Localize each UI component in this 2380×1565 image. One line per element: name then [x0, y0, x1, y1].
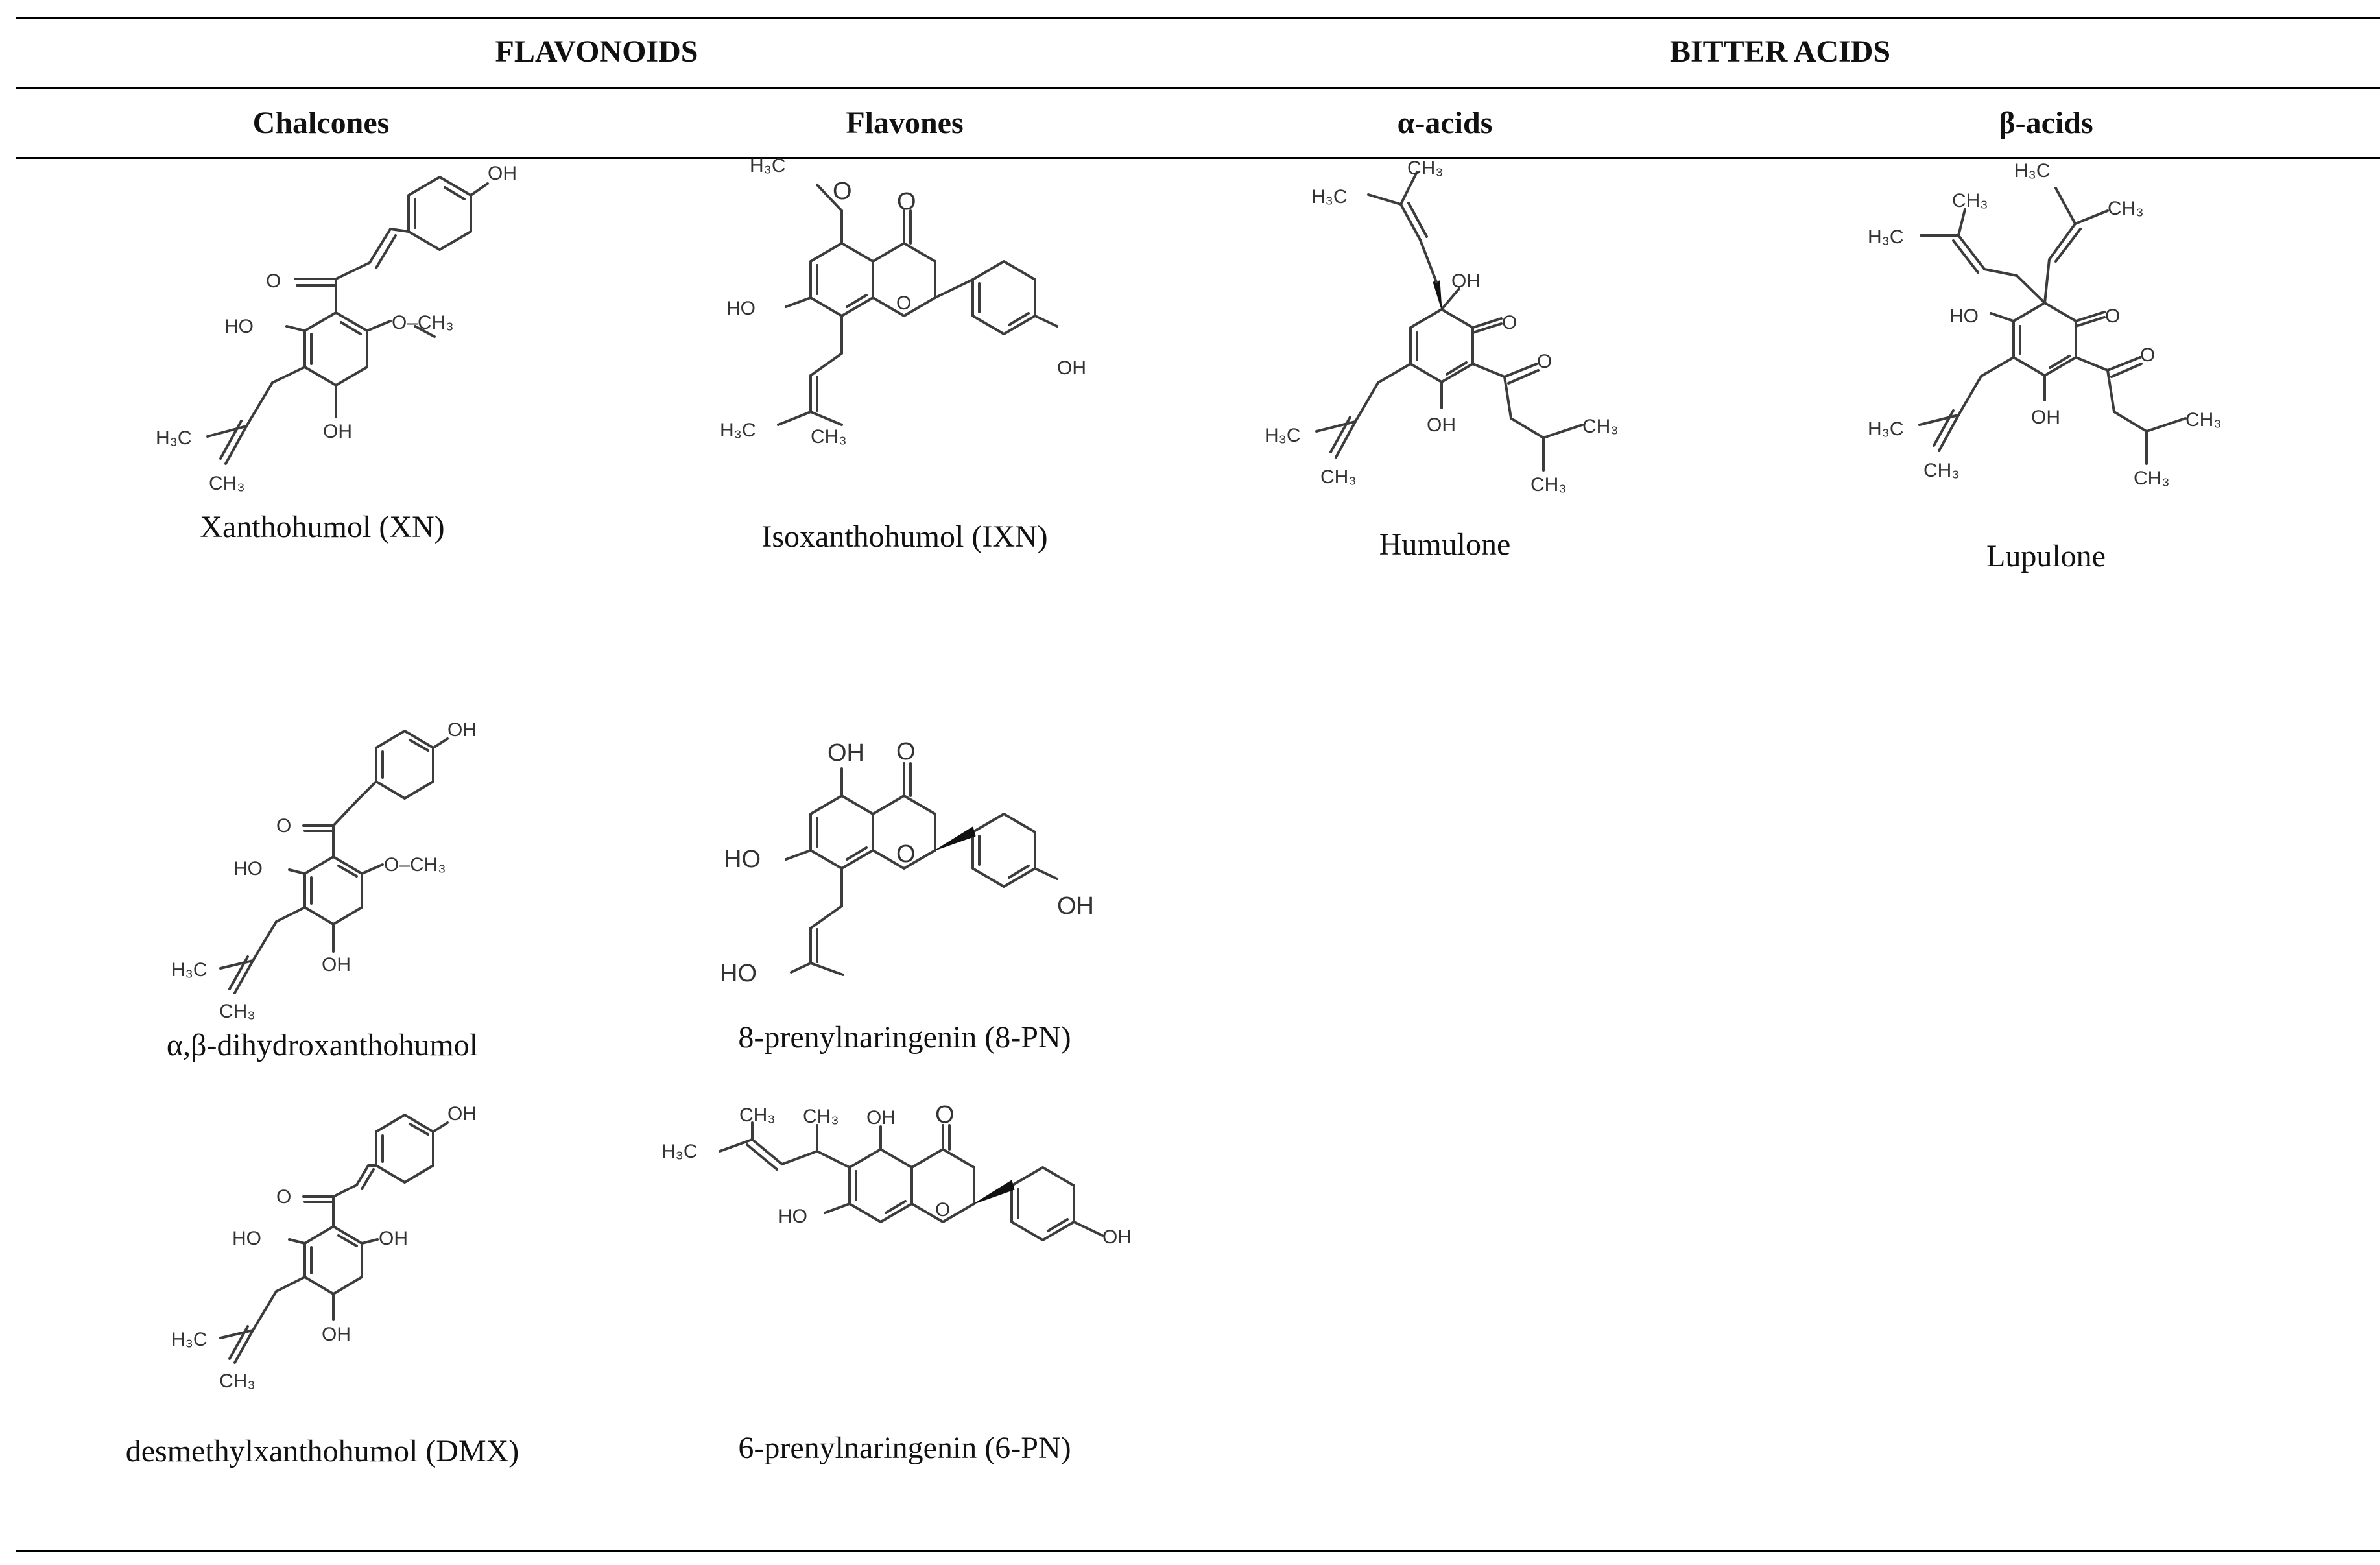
atom-label: OH	[866, 1107, 896, 1129]
atom-label: CH₃	[219, 1001, 256, 1022]
atom-label: CH₃	[209, 473, 245, 494]
group-header-flavonoids: FLAVONOIDS	[495, 34, 698, 69]
atom-label: OH	[1057, 892, 1094, 920]
atom-label: H₃C	[171, 1329, 208, 1350]
compound-name-isoxanthohumol: Isoxanthohumol (IXN)	[761, 520, 1048, 554]
atom-label: OH	[322, 1324, 351, 1345]
atom-label: H₃C	[1868, 226, 1904, 248]
atom-label: HO	[724, 846, 761, 873]
compound-name-xanthohumol: Xanthohumol (XN)	[200, 510, 445, 544]
column-header-alpha-acids: α-acids	[1397, 106, 1493, 140]
atom-label: O	[1537, 351, 1552, 372]
atom-label: HO	[224, 316, 254, 337]
atom-label: O	[896, 841, 916, 868]
atom-label: CH₃	[1407, 158, 1444, 179]
atom-label: OH	[323, 421, 352, 442]
xanthohumol-structure: O OH HO O–CH₃ OH H₃C CH₃	[149, 159, 517, 509]
atom-label: H₃C	[171, 959, 208, 981]
atom-label: O	[266, 270, 281, 292]
atom-label: O–CH₃	[392, 312, 454, 333]
atom-label: OH	[2031, 407, 2060, 428]
atom-label: H₃C	[661, 1141, 698, 1162]
atom-label: CH₃	[739, 1105, 776, 1126]
atom-label: CH₃	[2134, 468, 2170, 489]
atom-label: OH	[447, 719, 477, 741]
atom-label: CH₃	[1923, 460, 1960, 481]
atom-label: O	[1502, 312, 1517, 333]
atom-label: OH	[379, 1228, 408, 1249]
atom-label: CH₃	[1582, 416, 1619, 437]
dihydroxanthohumol-structure: O OH HO O–CH₃ OH H₃C CH₃	[162, 704, 499, 1028]
compound-name-dihydroxanthohumol: α,β-dihydroxanthohumol	[166, 1028, 479, 1062]
atom-label: O	[897, 188, 916, 215]
atom-label: HO	[720, 960, 757, 987]
atom-label: CH₃	[1952, 190, 1988, 211]
atom-label: OH	[1451, 270, 1481, 292]
compound-name-humulone: Humulone	[1379, 527, 1511, 562]
desmethylxanthohumol-structure: O OH HO OH OH H₃C CH₃	[162, 1103, 499, 1417]
atom-label: O	[935, 1199, 950, 1221]
atom-label: HO	[233, 858, 263, 879]
atom-label: O	[935, 1101, 955, 1129]
column-header-rule	[16, 157, 2380, 159]
column-header-chalcones: Chalcones	[252, 106, 390, 140]
atom-label: CH₃	[2108, 198, 2144, 219]
atom-label: CH₃	[803, 1106, 839, 1127]
atom-label: O	[2105, 305, 2120, 327]
table-bottom-rule	[16, 1550, 2380, 1552]
atom-label: OH	[447, 1103, 477, 1125]
lupulone-structure: HO O O OH CH₃ CH₃ H₃C CH₃ H₃C CH₃ CH₃ H₃…	[1861, 159, 2250, 522]
atom-label: CH₃	[2185, 409, 2222, 431]
atom-label: OH	[1427, 414, 1456, 436]
atom-label: CH₃	[811, 426, 847, 448]
atom-label: OH	[1057, 357, 1086, 379]
isoxanthohumol-structure: O O H₃C O HO OH H₃C CH₃	[713, 155, 1102, 464]
atom-label: OH	[1102, 1226, 1132, 1248]
atom-label: H₃C	[1868, 418, 1904, 440]
humulone-structure: OH O O OH CH₃ CH₃ H₃C CH₃ H₃C CH₃	[1258, 158, 1647, 522]
compound-name-desmethylxanthohumol: desmethylxanthohumol (DMX)	[125, 1434, 519, 1468]
atom-label: HO	[1949, 305, 1979, 327]
atom-label: H₃C	[750, 155, 786, 176]
atom-label: H₃C	[156, 427, 192, 449]
atom-label: OH	[322, 954, 351, 975]
atom-label: H₃C	[2014, 160, 2051, 182]
atom-label: CH₃	[1320, 466, 1357, 488]
6-prenylnaringenin-structure: O OH O HO OH CH₃ CH₃ H₃C	[655, 1101, 1148, 1359]
compound-name-lupulone: Lupulone	[1986, 539, 2106, 573]
column-header-flavones: Flavones	[846, 106, 964, 140]
compound-name-6-prenylnaringenin: 6-prenylnaringenin (6-PN)	[738, 1431, 1071, 1465]
column-header-beta-acids: β-acids	[1999, 106, 2093, 140]
8-prenylnaringenin-structure: O OH O HO OH HO	[713, 704, 1102, 1009]
atom-label: O	[2140, 344, 2155, 366]
atom-label: O	[896, 738, 916, 765]
atom-label: OH	[827, 739, 864, 767]
group-header-bitter-acids: BITTER ACIDS	[1669, 34, 1891, 69]
atom-label: O–CH₃	[384, 854, 446, 876]
atom-label: HO	[726, 298, 756, 319]
atom-label: CH₃	[219, 1370, 256, 1392]
atom-label: O	[896, 293, 911, 314]
atom-label: H₃C	[1265, 425, 1301, 446]
atom-label: OH	[488, 163, 517, 184]
group-header-rule	[16, 87, 2380, 89]
atom-label: CH₃	[1530, 474, 1567, 496]
compound-name-8-prenylnaringenin: 8-prenylnaringenin (8-PN)	[738, 1020, 1071, 1055]
atom-label: HO	[232, 1228, 261, 1249]
atom-label: H₃C	[1311, 186, 1348, 208]
atom-label: H₃C	[720, 420, 756, 441]
atom-label: O	[276, 1186, 291, 1208]
table-top-rule	[16, 17, 2380, 19]
atom-label: HO	[778, 1206, 807, 1227]
atom-label: O	[833, 178, 852, 205]
atom-label: O	[276, 815, 291, 837]
